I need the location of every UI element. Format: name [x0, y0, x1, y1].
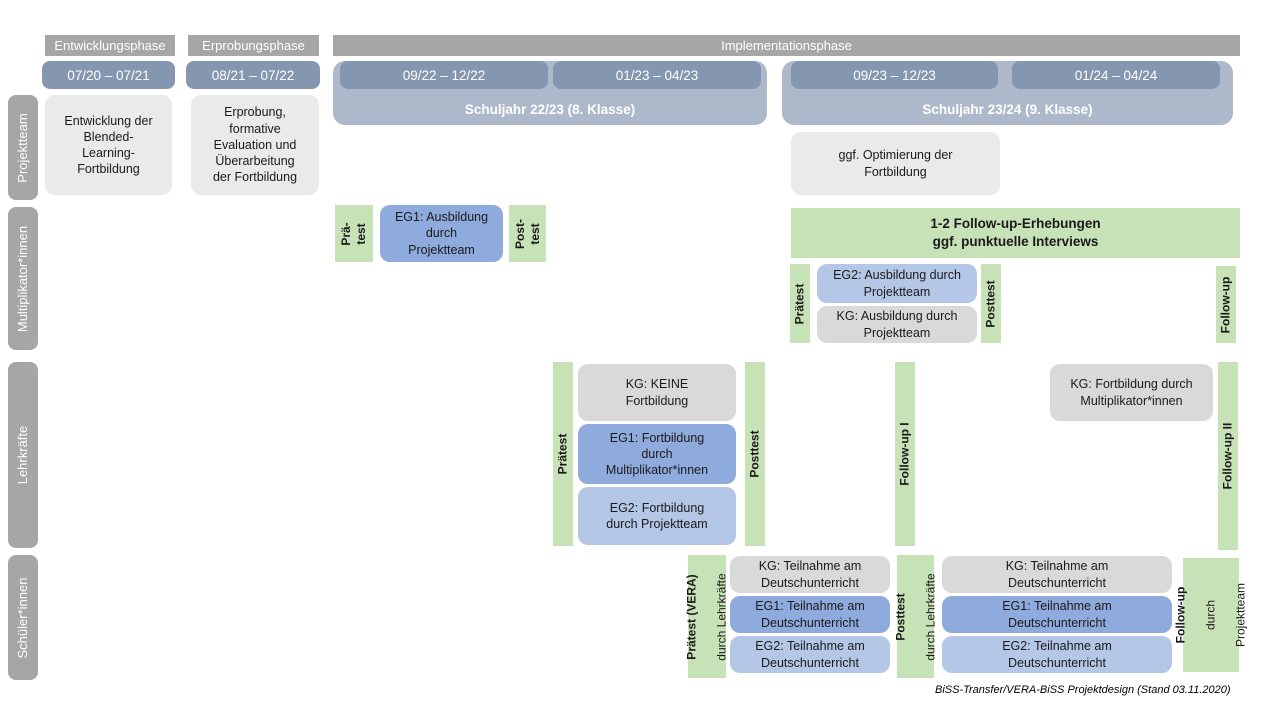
box-erprobung-evaluation: Erprobung, formative Evaluation und Über…: [191, 95, 319, 195]
bar-praetest-lehrkraefte: Prätest: [553, 362, 573, 546]
box-kg-fortbildung-multiplikatoren: KG: Fortbildung durch Multiplikator*inne…: [1050, 364, 1213, 421]
posttest-label: Posttest: [893, 592, 907, 641]
phase-header-entwicklung: Entwicklungsphase: [45, 35, 175, 56]
date-bar-0922-1222: 09/22 – 12/22: [340, 61, 548, 89]
box-optimierung-fortbildung: ggf. Optimierung der Fortbildung: [791, 132, 1000, 195]
box-kg-teilnahme-1: KG: Teilnahme am Deutschunterricht: [730, 556, 890, 593]
bar-posttest-multiplikatoren-2: Posttest: [981, 264, 1001, 343]
date-bar-0123-0423: 01/23 – 04/23: [553, 61, 761, 89]
bar-posttest-multiplikatoren-1: Post- test: [509, 205, 546, 262]
box-eg1-fortbildung-multiplikatoren: EG1: Fortbildung durch Multiplikator*inn…: [578, 424, 736, 484]
box-eg1-teilnahme-1: EG1: Teilnahme am Deutschunterricht: [730, 596, 890, 633]
date-bar-0124-0424: 01/24 – 04/24: [1012, 61, 1220, 89]
bar-followup-projektteam-schueler: Follow-up durch Projektteam: [1174, 558, 1248, 672]
box-eg2-fortbildung-projektteam: EG2: Fortbildung durch Projektteam: [578, 487, 736, 545]
row-label-multiplikatoren: Multiplikator*innen: [8, 207, 38, 350]
followup-sublabel-1: durch: [1203, 599, 1218, 631]
row-label-projektteam: Projektteam: [8, 95, 38, 200]
bar-posttest-lehrkraefte: Posttest: [745, 362, 765, 546]
bar-followup2-lehrkraefte: Follow-up II: [1218, 362, 1238, 550]
bar-praetest-multiplikatoren-1: Prä- test: [335, 205, 373, 262]
bar-praetest-multiplikatoren-2: Prätest: [790, 264, 810, 343]
phase-header-implementation: Implementationsphase: [333, 35, 1240, 56]
row-label-lehrkraefte: Lehrkräfte: [8, 362, 38, 548]
phase-header-erprobung: Erprobungsphase: [188, 35, 319, 56]
bar-praetest-vera-schueler: Prätest (VERA) durch Lehrkräfte: [684, 555, 729, 678]
bar-followup-multiplikatoren: Follow-up: [1216, 266, 1236, 343]
praetest-vera-label: Prätest (VERA): [684, 573, 699, 660]
box-kg-keine-fortbildung: KG: KEINE Fortbildung: [578, 364, 736, 421]
box-eg1-teilnahme-2: EG1: Teilnahme am Deutschunterricht: [942, 596, 1172, 633]
posttest-sublabel: durch Lehrkräfte: [923, 572, 937, 661]
box-eg2-teilnahme-2: EG2: Teilnahme am Deutschunterricht: [942, 636, 1172, 673]
box-eg2-ausbildung-projektteam: EG2: Ausbildung durch Projektteam: [817, 264, 977, 303]
bar-followup1-lehrkraefte: Follow-up I: [895, 362, 915, 546]
box-kg-teilnahme-2: KG: Teilnahme am Deutschunterricht: [942, 556, 1172, 593]
footer-caption: BiSS-Transfer/VERA-BiSS Projektdesign (S…: [935, 684, 1231, 696]
bar-posttest-schueler: Posttest durch Lehrkräfte: [893, 555, 937, 678]
box-eg2-teilnahme-1: EG2: Teilnahme am Deutschunterricht: [730, 636, 890, 673]
followup-label: Follow-up: [1173, 586, 1188, 644]
box-followup-erhebungen: 1-2 Follow-up-Erhebungen ggf. punktuelle…: [791, 208, 1240, 258]
followup-sublabel-2: Projektteam: [1233, 582, 1248, 648]
box-kg-ausbildung-projektteam: KG: Ausbildung durch Projektteam: [817, 306, 977, 343]
box-entwicklung-fortbildung: Entwicklung der Blended- Learning- Fortb…: [45, 95, 172, 195]
box-eg1-ausbildung-projektteam: EG1: Ausbildung durch Projektteam: [380, 205, 503, 262]
date-bar-0923-1223: 09/23 – 12/23: [791, 61, 998, 89]
row-label-schueler: Schüler*innen: [8, 555, 38, 680]
praetest-vera-sublabel: durch Lehrkräfte: [714, 572, 729, 661]
date-bar-0821-0722: 08/21 – 07/22: [186, 61, 320, 89]
date-bar-0720-0721: 07/20 – 07/21: [42, 61, 175, 89]
